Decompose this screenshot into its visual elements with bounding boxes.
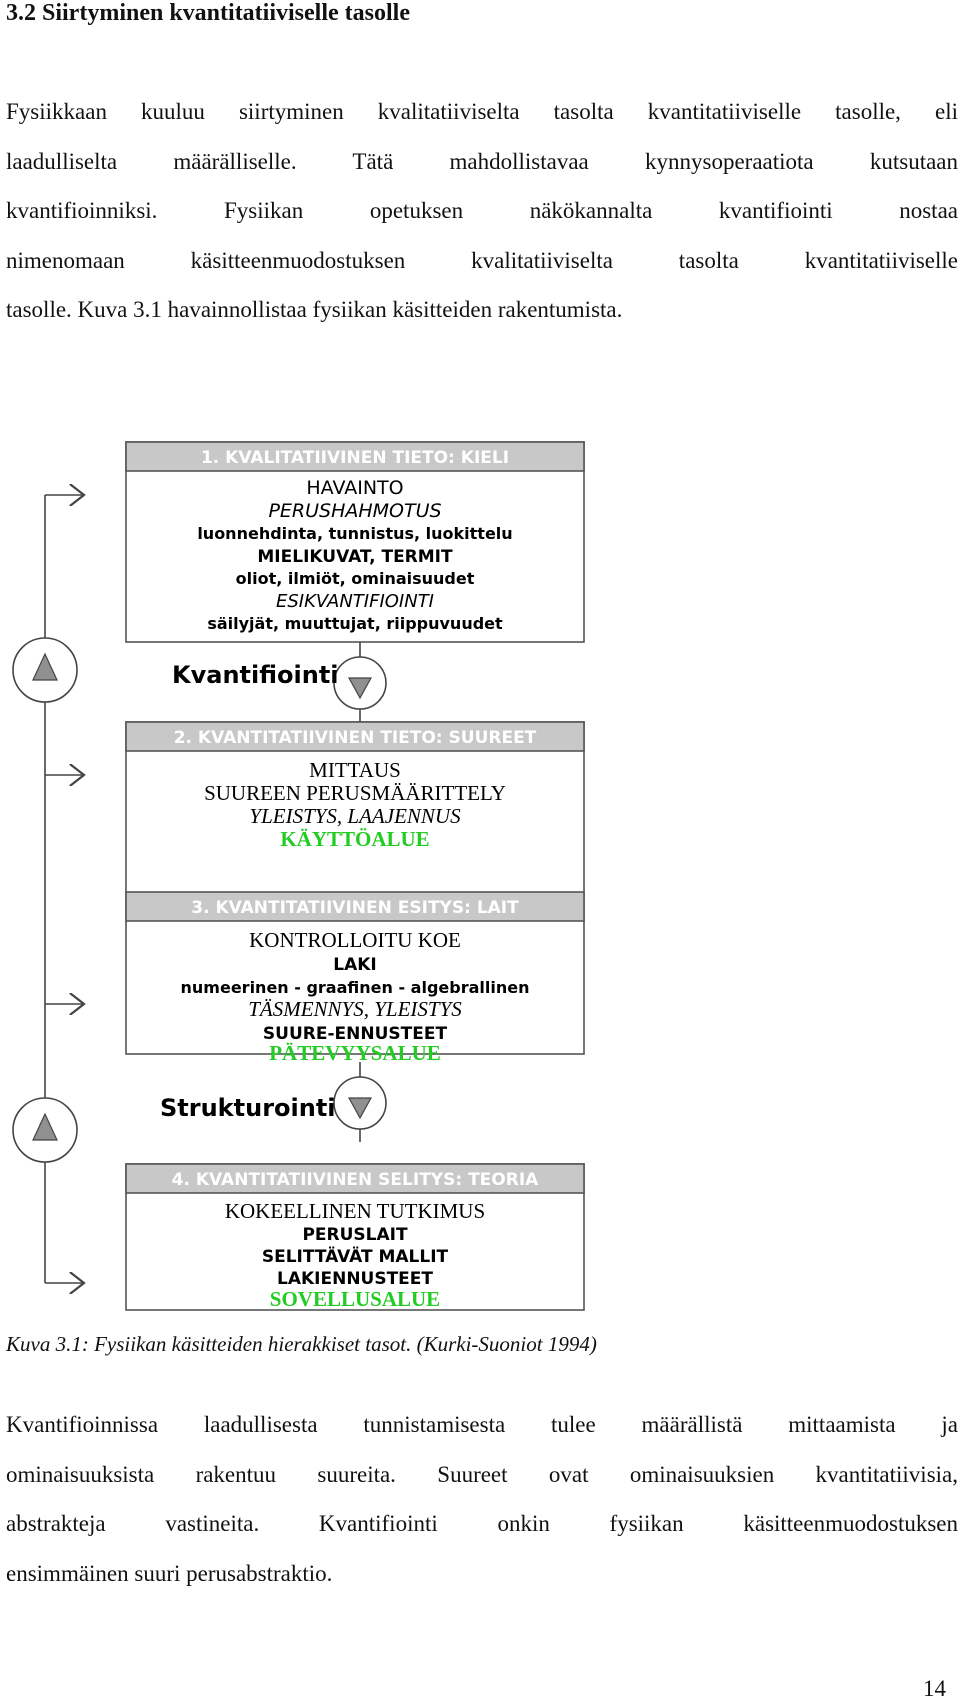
box3-header: 3. KVANTITATIIVINEN ESITYS: LAIT (191, 898, 519, 918)
box4-line: PERUSLAIT (302, 1225, 408, 1245)
page-number: 14 (923, 1676, 946, 1701)
intro-line: laadulliselta määrälliselle. Tätä mahdol… (6, 148, 958, 174)
box1-line: oliot, ilmiöt, ominaisuudet (236, 569, 475, 588)
intro-line: nimenomaan käsitteenmuodostuksen kvalita… (6, 247, 958, 273)
intro-line: kvantifioinniksi. Fysiikan opetuksen näk… (6, 198, 958, 223)
outro-paragraph: Kvantifioinnissa laadullisesta tunnistam… (6, 1400, 958, 1598)
strukturointi-label: Strukturointi (160, 1094, 336, 1122)
box3-line: TÄSMENNYS, YLEISTYS (248, 997, 462, 1021)
box4-line: KOKEELLINEN TUTKIMUS (225, 1199, 485, 1223)
level-box-3: 3. KVANTITATIIVINEN ESITYS: LAIT KONTROL… (125, 891, 585, 1065)
box4-line: SELITTÄVÄT MALLIT (262, 1245, 449, 1267)
outro-line: abstrakteja vastineita. Kvantifiointi on… (6, 1511, 958, 1536)
box3-line: numeerinen - graafinen - algebrallinen (181, 978, 530, 997)
intro-line: Fysiikkaan kuuluu siirtyminen kvalitatii… (6, 99, 958, 124)
box1-line: PERUSHAHMOTUS (268, 500, 441, 522)
box2-line: YLEISTYS, LAAJENNUS (249, 804, 461, 828)
box3-line: LAKI (333, 955, 377, 975)
box3-line: KONTROLLOITU KOE (249, 928, 461, 952)
figure-caption: Kuva 3.1: Fysiikan käsitteiden hierakkis… (6, 1332, 597, 1356)
box1-line: säilyjät, muuttujat, riippuvuudet (207, 614, 503, 633)
box1-line: MIELIKUVAT, TERMIT (257, 547, 453, 567)
cycle-down-icon (333, 1076, 387, 1130)
cycle-up-icon (12, 1097, 78, 1163)
box2-header: 2. KVANTITATIIVINEN TIETO: SUUREET (174, 728, 537, 748)
kvantifiointi-label: Kvantifiointi (172, 661, 339, 689)
cycle-down-icon (333, 656, 387, 710)
level-box-4: 4. KVANTITATIIVINEN SELITYS: TEORIA KOKE… (125, 1163, 585, 1311)
box2-line: SUUREEN PERUSMÄÄRITTELY (204, 781, 506, 805)
box2-line: KÄYTTÖALUE (280, 827, 429, 851)
box1-line: HAVAINTO (306, 477, 403, 499)
box4-line: SOVELLUSALUE (270, 1287, 440, 1311)
box2-line: MITTAUS (309, 758, 401, 782)
cycle-up-icon (12, 637, 78, 703)
box1-line: ESIKVANTIFIOINTI (276, 591, 434, 612)
level-box-2: 2. KVANTITATIIVINEN TIETO: SUUREET MITTA… (125, 721, 585, 1055)
box4-header: 4. KVANTITATIIVINEN SELITYS: TEORIA (172, 1170, 539, 1190)
level-box-1: 1. KVALITATIIVINEN TIETO: KIELI HAVAINTO… (125, 441, 585, 643)
concept-hierarchy-diagram: 1. KVALITATIIVINEN TIETO: KIELI HAVAINTO… (12, 441, 585, 1311)
intro-line: tasolle. Kuva 3.1 havainnollistaa fysiik… (6, 297, 623, 322)
box3-line: SUURE-ENNUSTEET (263, 1024, 448, 1044)
box3-line: PÄTEVYYSALUE (269, 1041, 441, 1065)
outro-line: ominaisuuksista rakentuu suureita. Suure… (6, 1461, 958, 1487)
box1-header: 1. KVALITATIIVINEN TIETO: KIELI (201, 448, 509, 468)
box4-line: LAKIENNUSTEET (277, 1269, 433, 1289)
outro-line: ensimmäinen suuri perusabstraktio. (6, 1560, 333, 1586)
outro-line: Kvantifioinnissa laadullisesta tunnistam… (6, 1412, 958, 1437)
section-heading: 3.2 Siirtyminen kvantitatiiviselle tasol… (6, 0, 410, 26)
feedback-lines (44, 495, 84, 1283)
box1-line: luonnehdinta, tunnistus, luokittelu (197, 524, 512, 543)
intro-paragraph: Fysiikkaan kuuluu siirtyminen kvalitatii… (6, 87, 958, 335)
